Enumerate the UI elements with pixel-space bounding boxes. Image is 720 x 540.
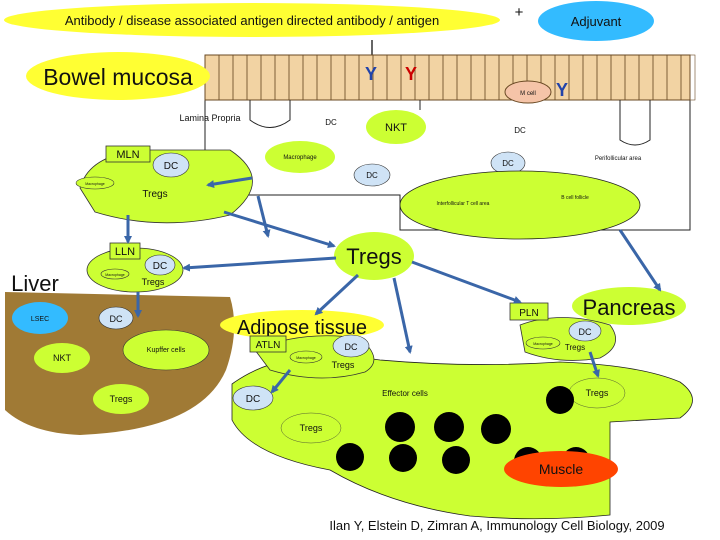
mucosa-nkt-label: NKT	[385, 122, 407, 134]
m-cell-label: M cell	[520, 91, 536, 97]
liver-nkt-label: NKT	[53, 353, 72, 363]
adipose-macrophage	[289, 350, 323, 364]
plus-sign: +	[515, 4, 524, 21]
mucosa-dc-mid2-label: DC	[502, 159, 514, 168]
muscle-tregs-blob	[280, 412, 342, 444]
mucosa-macrophage	[265, 141, 335, 173]
lln-label: LLN	[115, 246, 135, 258]
pancreas-dc	[568, 320, 602, 342]
lamina-propria-label: Lamina Propria	[179, 113, 240, 123]
mucosa-macrophage-label: Macrophage	[283, 155, 317, 161]
pancreas-macrophage-label: Macrophage	[533, 342, 553, 346]
arrow-adipose-to-muscle	[270, 369, 292, 394]
m-cell	[504, 80, 552, 104]
arrow-peyers-to-muscle	[618, 229, 662, 292]
lln-macrophage-label: Macrophage	[105, 273, 125, 277]
arrow-mln-to-tregs	[223, 210, 336, 249]
arrow-tregs-to-adipose	[314, 273, 360, 316]
center-tregs-label: Tregs	[346, 244, 401, 269]
arrows	[124, 176, 662, 394]
arrow-mucosa-down	[256, 195, 271, 238]
antigen-symbol-red: Y	[405, 64, 417, 84]
adipose-dc-label: DC	[345, 342, 358, 352]
epithelium-layer	[204, 54, 696, 101]
pln-label-box	[509, 302, 549, 321]
lsec-cell	[12, 302, 68, 334]
muscle-tregs-right: Tregs	[586, 388, 609, 398]
antigen-symbol-mcell: Y	[556, 80, 568, 100]
antigen-symbol-blue: Y	[365, 64, 377, 84]
mln-macrophage-label: Macrophage	[85, 182, 105, 186]
liver-shape	[5, 292, 235, 435]
kupffer-label: Kupffer cells	[147, 347, 186, 354]
liver-dc	[98, 306, 134, 330]
mln-label: MLN	[116, 149, 139, 161]
lln-macrophage	[100, 268, 130, 280]
adipose-bubble	[220, 310, 384, 340]
liver-nkt	[34, 343, 90, 373]
atln-label-box	[249, 335, 287, 353]
adjuvant-bubble	[538, 1, 654, 41]
center-tregs-blob	[334, 232, 414, 280]
mln-label-box	[105, 145, 151, 163]
adjuvant-text: Adjuvant	[571, 14, 622, 29]
atln-label: ATLN	[256, 340, 281, 351]
mucosa-dc-top: DC	[325, 118, 337, 127]
muscle-tregs-label: Tregs	[300, 423, 323, 433]
mln-dc	[152, 152, 190, 178]
effector-cells-label: Effector cells	[382, 389, 428, 398]
pancreas-tregs: Tregs	[565, 343, 585, 352]
villi-lines	[249, 100, 651, 146]
adipose-tregs: Tregs	[332, 360, 355, 370]
muscle-dc	[232, 385, 274, 411]
mucosa-dc-mid	[353, 163, 391, 187]
mucosa-dc-mid-label: DC	[366, 171, 378, 180]
interfollicular-label: Interfollicular T cell area	[437, 201, 490, 207]
adipose-macrophage-label: Macrophage	[296, 356, 316, 360]
bowel-mucosa-box	[26, 52, 210, 100]
muscle-label-bubble	[504, 451, 618, 487]
arrow-tregs-to-pancreas	[411, 260, 522, 304]
arrow-pancreas-to-muscle	[588, 351, 600, 378]
mucosa-nkt-cell	[366, 110, 426, 144]
pln-label: PLN	[519, 308, 538, 319]
peyers-patch	[399, 170, 641, 240]
arrow-mucosa-to-mln	[206, 176, 253, 189]
antigen-banner	[4, 3, 500, 37]
mucosa-dc-right: DC	[514, 126, 526, 135]
muscle-dc-label: DC	[246, 394, 260, 405]
antigen-text: Antibody / disease associated antigen di…	[65, 13, 439, 28]
mln-dc-label: DC	[164, 161, 178, 172]
mln-tregs: Tregs	[142, 189, 167, 200]
liver-tregs-blob	[93, 384, 149, 414]
adipose-dc	[332, 334, 370, 358]
mln-macrophage	[75, 176, 115, 190]
citation: Ilan Y, Elstein D, Zimran A, Immunology …	[329, 518, 664, 533]
perifollicular-label: Perifollicular area	[595, 156, 642, 162]
adipose-title: Adipose tissue	[237, 317, 367, 339]
arrow-tregs-to-lln	[182, 256, 337, 272]
lln-dc	[144, 254, 176, 276]
muscle-label: Muscle	[539, 461, 584, 477]
arrow-tregs-to-muscle	[392, 277, 413, 354]
lln-tregs: Tregs	[142, 277, 165, 287]
pancreas-title: Pancreas	[583, 295, 676, 320]
kupffer-cell	[122, 329, 210, 371]
bowel-mucosa-title: Bowel mucosa	[43, 64, 193, 90]
lsec-label: LSEC	[31, 316, 49, 323]
pancreas-dc-label: DC	[579, 327, 592, 337]
b-follicle-label: B cell follicle	[561, 195, 589, 201]
lln-dc-label: DC	[153, 261, 167, 272]
liver-title: Liver	[11, 271, 59, 296]
epithelial-cell	[680, 54, 696, 101]
pancreas-bubble	[572, 287, 686, 325]
pancreas-macrophage	[525, 336, 561, 350]
liver-tregs-label: Tregs	[110, 394, 133, 404]
liver-dc-label: DC	[110, 314, 123, 324]
